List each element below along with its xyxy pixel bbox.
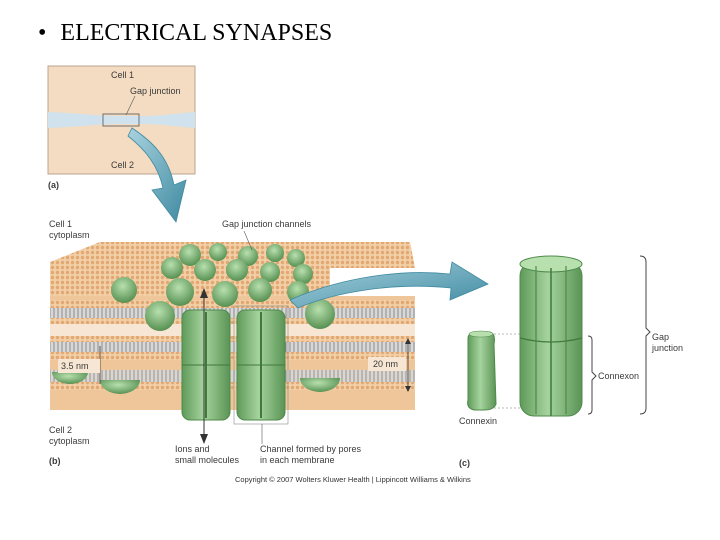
panel-c-tag: (c) xyxy=(459,458,470,468)
gap-size-20-label: 20 nm xyxy=(373,359,398,369)
panel-c-gap-label: Gap xyxy=(652,332,669,342)
connexin-subunit xyxy=(467,331,497,411)
slide-title: • ELECTRICAL SYNAPSES xyxy=(38,20,332,47)
panel-a: Cell 1 Gap junction Cell 2 (a) xyxy=(47,65,196,190)
panel-b-cell1-cytoplasm-label: cytoplasm xyxy=(49,230,90,240)
panel-b-cell1-label: Cell 1 xyxy=(49,219,72,229)
channel-pores-label-line1: Channel formed by pores xyxy=(260,444,362,454)
panel-a-junction-box xyxy=(102,113,140,127)
panel-a-cell2-label: Cell 2 xyxy=(111,160,134,170)
connexon-brace xyxy=(587,335,597,415)
lower-membrane xyxy=(50,336,415,342)
arrow-b-to-c-icon xyxy=(289,261,489,309)
connexon-domes xyxy=(111,243,335,331)
arrow-a-to-b-icon xyxy=(127,127,187,223)
gap-junction-channel-right xyxy=(233,305,289,425)
panel-b: 3.5 nm 20 nm Cell 1 cytoplasm Gap juncti… xyxy=(49,219,415,466)
panel-c: Gap junction Connexon Connexin (c) xyxy=(459,255,683,468)
gap-junction-brace xyxy=(639,255,651,415)
panel-a-cell1-label: Cell 1 xyxy=(111,70,134,80)
panel-c-connexon-label: Connexon xyxy=(598,371,639,381)
ions-label-line2: small molecules xyxy=(175,455,240,465)
copyright-notice: Copyright © 2007 Wolters Kluwer Health |… xyxy=(235,475,471,484)
connexon-stack xyxy=(519,255,583,417)
panel-b-tag: (b) xyxy=(49,456,61,466)
gap-junction-channel-left xyxy=(181,309,231,421)
panel-a-tag: (a) xyxy=(48,180,59,190)
gap-size-35-label: 3.5 nm xyxy=(61,361,89,371)
panel-a-gap xyxy=(48,112,195,128)
title-bullet: • xyxy=(38,20,47,46)
gap-junction-channels-label: Gap junction channels xyxy=(222,219,312,229)
channel-pores-label-line2: in each membrane xyxy=(260,455,335,465)
ions-label-line1: Ions and xyxy=(175,444,210,454)
panel-c-junction-label: junction xyxy=(651,343,683,353)
panel-b-cell2-cytoplasm-label: cytoplasm xyxy=(49,436,90,446)
panel-a-gap-junction-label: Gap junction xyxy=(130,86,181,96)
panel-c-connexin-label: Connexin xyxy=(459,416,497,426)
panel-b-cell2-label: Cell 2 xyxy=(49,425,72,435)
title-text: ELECTRICAL SYNAPSES xyxy=(60,20,333,46)
